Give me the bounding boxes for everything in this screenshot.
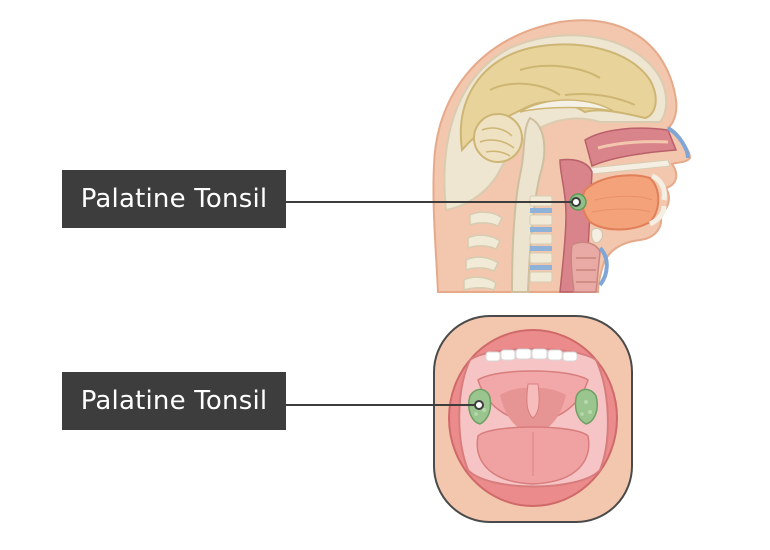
- leader-dot-top: [571, 197, 581, 207]
- brainstem: [510, 116, 546, 293]
- open-mouth-illustration: [433, 315, 633, 523]
- leader-dot-bottom: [474, 400, 484, 410]
- sagittal-head-illustration: [432, 19, 692, 293]
- cerebellum: [473, 113, 523, 163]
- cerebrum: [459, 43, 657, 153]
- uvula: [526, 383, 540, 419]
- label-palatine-tonsil-sagittal: Palatine Tonsil: [62, 170, 286, 228]
- tongue: [581, 174, 660, 231]
- nasal-cavity: [584, 127, 678, 168]
- larynx: [570, 241, 601, 293]
- cervical-vertebrae: [529, 195, 553, 283]
- label-palatine-tonsil-mouth: Palatine Tonsil: [62, 372, 286, 430]
- upper-teeth: [485, 348, 578, 362]
